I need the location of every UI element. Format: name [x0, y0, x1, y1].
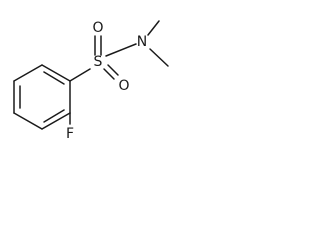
carbon-sulfur-bond [69, 68, 91, 82]
ring-inner-double-bond [43, 71, 65, 85]
chemical-structure: S O O N F [13, 20, 169, 142]
ring-bond [13, 112, 43, 130]
ring-bond [13, 64, 43, 82]
nitrogen-methyl-bond [147, 20, 160, 36]
sulfur-label: S [94, 54, 103, 70]
oxygen-label-top: O [92, 20, 103, 36]
oxygen-label-bottom: O [118, 78, 129, 94]
ring-inner-double-bond [43, 109, 65, 123]
nitrogen-methyl-bond [149, 48, 169, 67]
sulfur-oxygen-double-bond [103, 68, 115, 80]
sulfur-nitrogen-bond [105, 43, 137, 57]
benzene-ring [13, 64, 71, 130]
ring-bond [41, 64, 71, 82]
nitrogen-label: N [137, 34, 147, 50]
sulfur-oxygen-double-bond [107, 64, 119, 76]
ring-bond [41, 112, 71, 130]
fluorine-label: F [66, 126, 74, 142]
